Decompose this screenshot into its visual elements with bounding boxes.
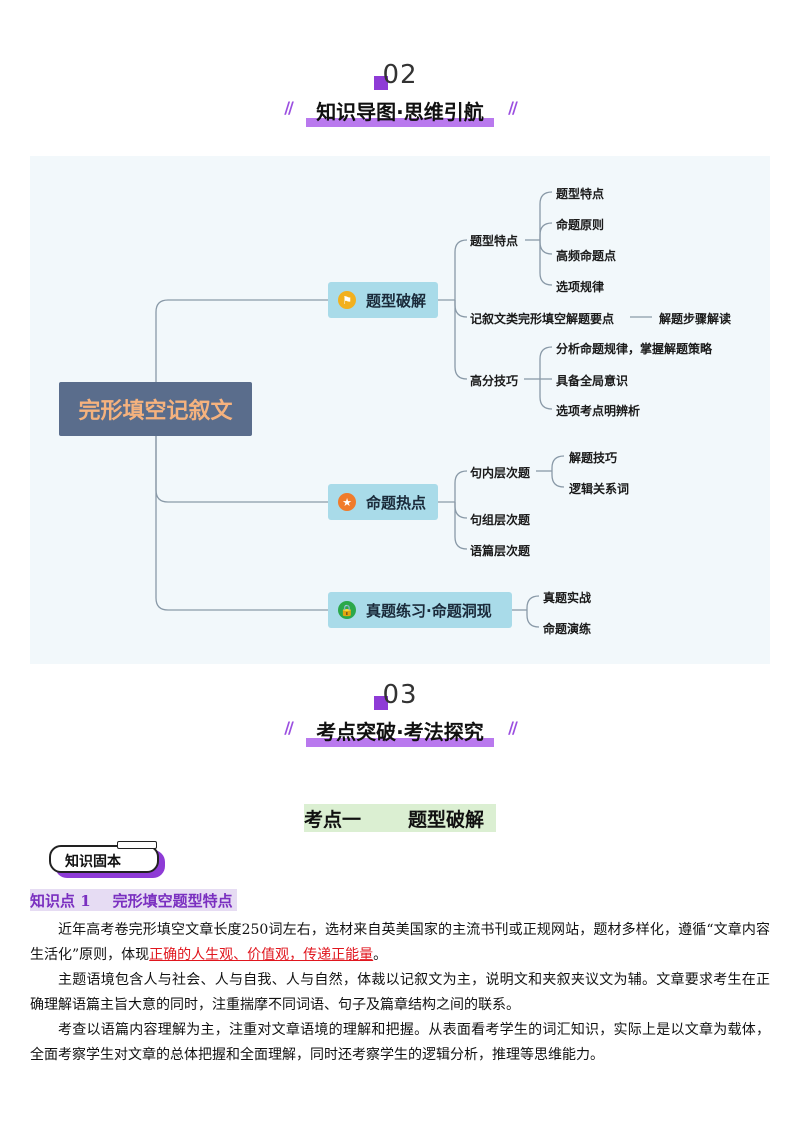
exam-point-title: 考点一 题型破解 [304, 804, 496, 832]
leaf-topic: 选项规律 [556, 280, 605, 294]
paragraph: 考查以语篇内容理解为主，注重对文章语境的理解和把握。从表面看考学生的词汇知识，实… [30, 1022, 770, 1063]
leaf-topic: 解题步骤解读 [659, 312, 732, 326]
slash-decoration-icon: // [284, 98, 294, 117]
sub-topic: 句组层次题 [470, 513, 531, 527]
knowledge-badge: 知识固本 [49, 841, 165, 878]
section-number: 03 [0, 680, 800, 710]
binder-rings-icon [117, 841, 157, 849]
section-title-wrap: // 知识导图·思维引航 // [0, 96, 800, 127]
slash-decoration-icon: // [284, 718, 294, 737]
sub-topic: 句内层次题 [470, 466, 531, 480]
sub-topic: 题型特点 [470, 234, 519, 248]
leaf-topic: 命题原则 [556, 218, 605, 232]
leaf-topic: 命题演练 [543, 622, 592, 636]
branch-question-types: ⚑ 题型破解 [328, 282, 438, 318]
sub-topic: 记叙文类完形填空解题要点 [470, 312, 615, 326]
leaf-topic: 选项考点明辨析 [556, 404, 641, 418]
knowledge-point-heading: 知识点 1 完形填空题型特点 [30, 889, 237, 911]
section-title: // 考点突破·考法探究 // [284, 716, 518, 747]
sub-topic: 语篇层次题 [470, 544, 531, 558]
sub-topic: 高分技巧 [470, 374, 519, 388]
mind-map-root: 完形填空记叙文 [59, 382, 252, 436]
slash-decoration-icon: // [508, 98, 518, 117]
section-title: // 知识导图·思维引航 // [284, 96, 518, 127]
leaf-topic: 真题实战 [543, 591, 592, 605]
highlighted-phrase: 正确的人生观、价值观，传递正能量 [149, 947, 374, 963]
leaf-topic: 分析命题规律，掌握解题策略 [556, 342, 713, 356]
flag-icon: ⚑ [338, 291, 356, 309]
star-icon: ★ [338, 493, 356, 511]
section-number: 02 [0, 60, 800, 90]
slash-decoration-icon: // [508, 718, 518, 737]
branch-past-papers: 🔒 真题练习·命题洞现 [328, 592, 512, 628]
paragraph: 近年高考卷完形填空文章长度250词左右，选材来自英美国家的主流书刊或正规网站，题… [30, 922, 770, 963]
badge-frame [49, 845, 159, 873]
leaf-topic: 高频命题点 [556, 249, 617, 263]
leaf-topic: 具备全局意识 [556, 374, 629, 388]
leaf-topic: 逻辑关系词 [569, 482, 630, 496]
branch-hot-topics: ★ 命题热点 [328, 484, 438, 520]
leaf-topic: 题型特点 [556, 187, 605, 201]
section-title-wrap: // 考点突破·考法探究 // [0, 716, 800, 747]
lock-icon: 🔒 [338, 601, 356, 619]
section-number-mark [374, 76, 388, 90]
section-number-mark [374, 696, 388, 710]
leaf-topic: 解题技巧 [569, 451, 618, 465]
paragraph: 主题语境包含人与社会、人与自我、人与自然，体裁以记叙文为主，说明文和夹叙夹议文为… [30, 972, 770, 1013]
